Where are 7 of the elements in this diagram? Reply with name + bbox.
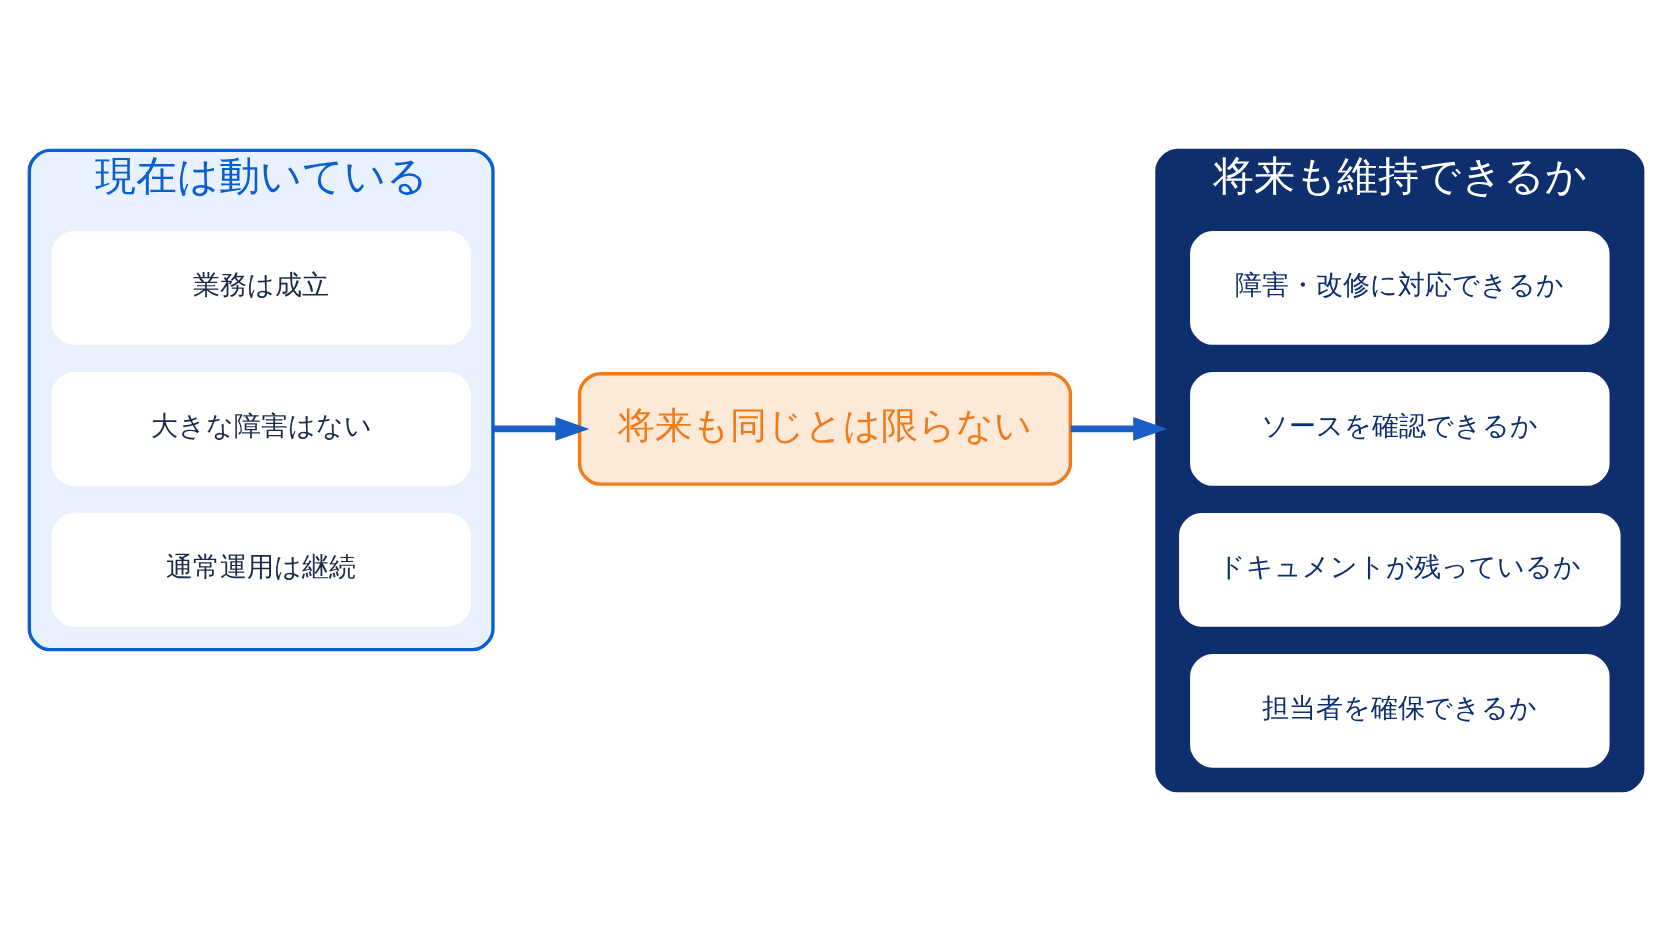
node-box: ドキュメントが残っているか (1179, 512, 1621, 627)
node-box: 障害・改修に対応できるか (1190, 231, 1610, 345)
node-box: 将来も同じとは限らない (577, 372, 1073, 486)
arrow (492, 416, 590, 441)
node-box: ソースを確認できるか (1190, 372, 1610, 486)
arrow (1070, 416, 1168, 441)
node-box: 担当者を確保できるか (1190, 653, 1610, 768)
